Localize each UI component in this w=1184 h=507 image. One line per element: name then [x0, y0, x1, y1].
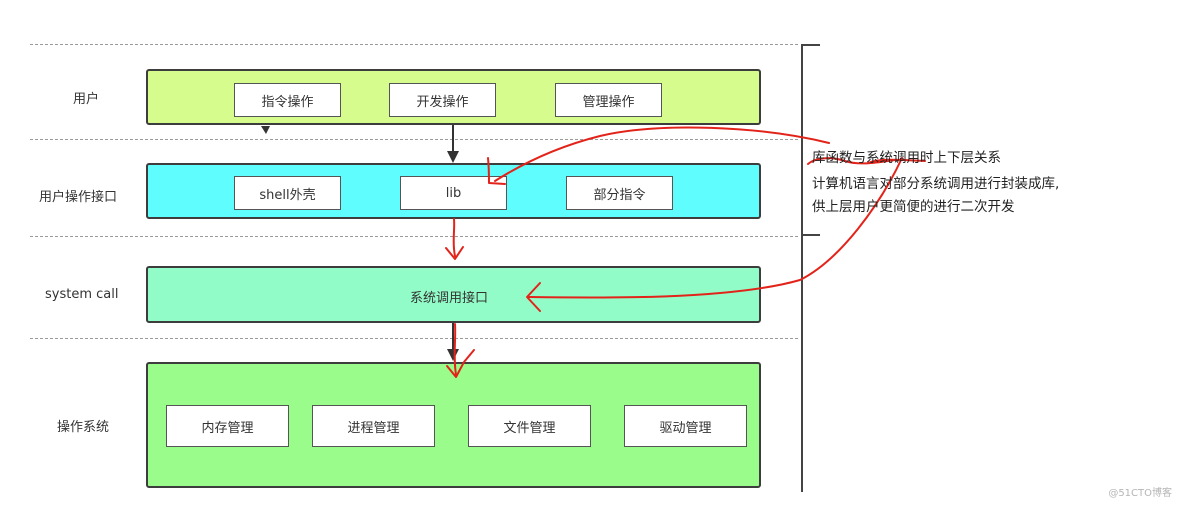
- box-process-mgmt: 进程管理: [312, 405, 435, 447]
- separator-line: [30, 338, 798, 339]
- watermark: @51CTO博客: [1108, 488, 1172, 499]
- pen-underline-syscall: [867, 158, 926, 164]
- box-driver-mgmt: 驱动管理: [624, 405, 747, 447]
- annotation-line-3: 供上层用户更简便的进行二次开发: [812, 199, 1015, 215]
- annotation-line-2: 计算机语言对部分系统调用进行封装成库,: [812, 176, 1060, 192]
- pen-curve-to-syscall: [527, 157, 903, 299]
- pen-arrowhead-syscall: [526, 282, 541, 312]
- syscall-interface-label: 系统调用接口: [410, 291, 489, 306]
- box-dev-ops: 开发操作: [389, 83, 496, 117]
- box-memory-mgmt: 内存管理: [166, 405, 289, 447]
- syscall-layer: 系统调用接口: [146, 266, 761, 323]
- row-label-user: 用户: [73, 92, 100, 107]
- row-label-syscall: system call: [45, 287, 119, 302]
- arrowhead-to-lib: [447, 151, 459, 163]
- pen-arrowhead-lib: [487, 157, 506, 185]
- separator-line: [30, 139, 798, 140]
- box-command-ops: 指令操作: [234, 83, 341, 117]
- small-arrowhead: [261, 126, 270, 134]
- pen-arrowhead-1: [445, 246, 464, 260]
- pen-underline-functions: [807, 157, 896, 165]
- pen-arrowhead-2: [446, 349, 475, 378]
- separator-line: [30, 44, 798, 45]
- row-label-os: 操作系统: [57, 420, 110, 435]
- right-bracket: [801, 44, 820, 492]
- os-layer: 内存管理 进程管理 文件管理 驱动管理: [146, 362, 761, 488]
- row-label-interface: 用户操作接口: [39, 190, 118, 205]
- user-layer: 指令操作 开发操作 管理操作: [146, 69, 761, 125]
- pen-curve-to-lib: [494, 126, 830, 182]
- box-admin-ops: 管理操作: [555, 83, 662, 117]
- box-file-mgmt: 文件管理: [468, 405, 591, 447]
- pen-line-lib-down: [452, 218, 456, 257]
- pen-line-syscall-down: [453, 323, 457, 376]
- annotation-line-1: 库函数与系统调用时上下层关系: [812, 150, 1001, 166]
- box-shell: shell外壳: [234, 176, 341, 210]
- box-partial-commands: 部分指令: [566, 176, 673, 210]
- separator-line: [30, 236, 798, 237]
- arrowhead-to-os: [447, 349, 459, 361]
